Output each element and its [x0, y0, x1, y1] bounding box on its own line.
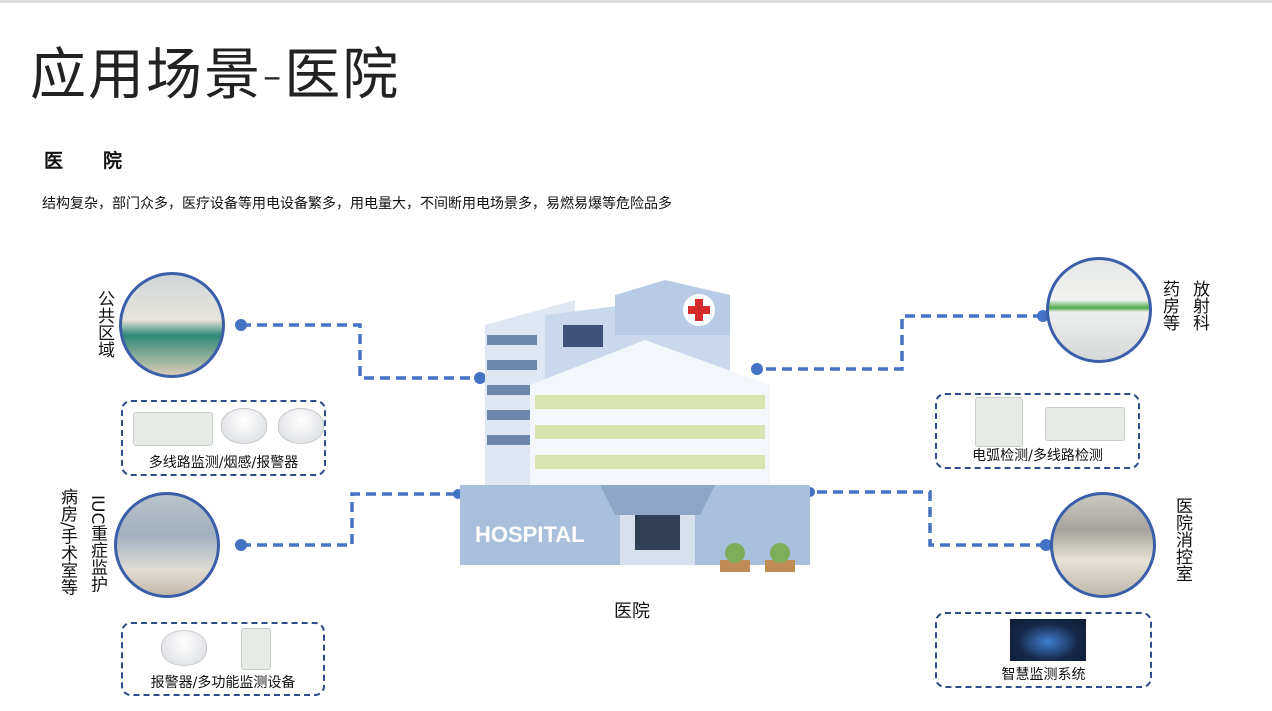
public-area-devices-label: 多线路监测/烟感/报警器: [148, 455, 299, 471]
public-area-photo: [119, 272, 225, 378]
icu-devices-box: 报警器/多功能监测设备: [121, 622, 325, 696]
control-room-photo: [1050, 492, 1156, 598]
alarm-icon: [278, 408, 324, 444]
multi-circuit-monitor-icon: [133, 412, 213, 446]
radiology-devices-box: 电弧检测/多线路检测: [935, 393, 1140, 469]
control-room-devices-label: 智慧监测系统: [1001, 667, 1086, 683]
icu-devices-label: 报警器/多功能监测设备: [150, 675, 296, 691]
public-area-label: 公共区域: [94, 290, 114, 358]
pharmacy-label: 药房等: [1159, 280, 1179, 331]
multifunction-monitor-icon: [241, 628, 271, 670]
page-title: 应用场景-医院: [30, 43, 401, 108]
alarm-icon: [161, 630, 207, 666]
hospital-sign: HOSPITAL: [475, 522, 585, 547]
hospital-label: 医院: [614, 601, 650, 622]
ward-label: 病房/手术室等: [57, 488, 77, 596]
hospital-building-illustration: HOSPITAL: [460, 280, 810, 572]
radiology-label: 放射科: [1189, 280, 1209, 331]
icu-photo: [114, 492, 220, 598]
description-text: 结构复杂，部门众多，医疗设备等用电设备繁多，用电量大，不间断用电场景多，易燃易爆…: [42, 196, 672, 212]
arc-detector-icon: [975, 397, 1023, 447]
monitoring-dashboard-icon: [1010, 619, 1086, 661]
control-room-label: 医院消控室: [1172, 497, 1192, 582]
top-border: [0, 0, 1272, 3]
section-heading: 医院: [44, 150, 163, 172]
public-area-devices-box: 多线路监测/烟感/报警器: [121, 400, 326, 476]
control-room-devices-box: 智慧监测系统: [935, 612, 1152, 688]
multi-circuit-monitor-icon: [1045, 407, 1125, 441]
icu-label: IUC重症监护: [87, 495, 107, 593]
radiology-photo: [1046, 257, 1152, 363]
radiology-devices-label: 电弧检测/多线路检测: [972, 448, 1103, 464]
smoke-detector-icon: [221, 408, 267, 444]
